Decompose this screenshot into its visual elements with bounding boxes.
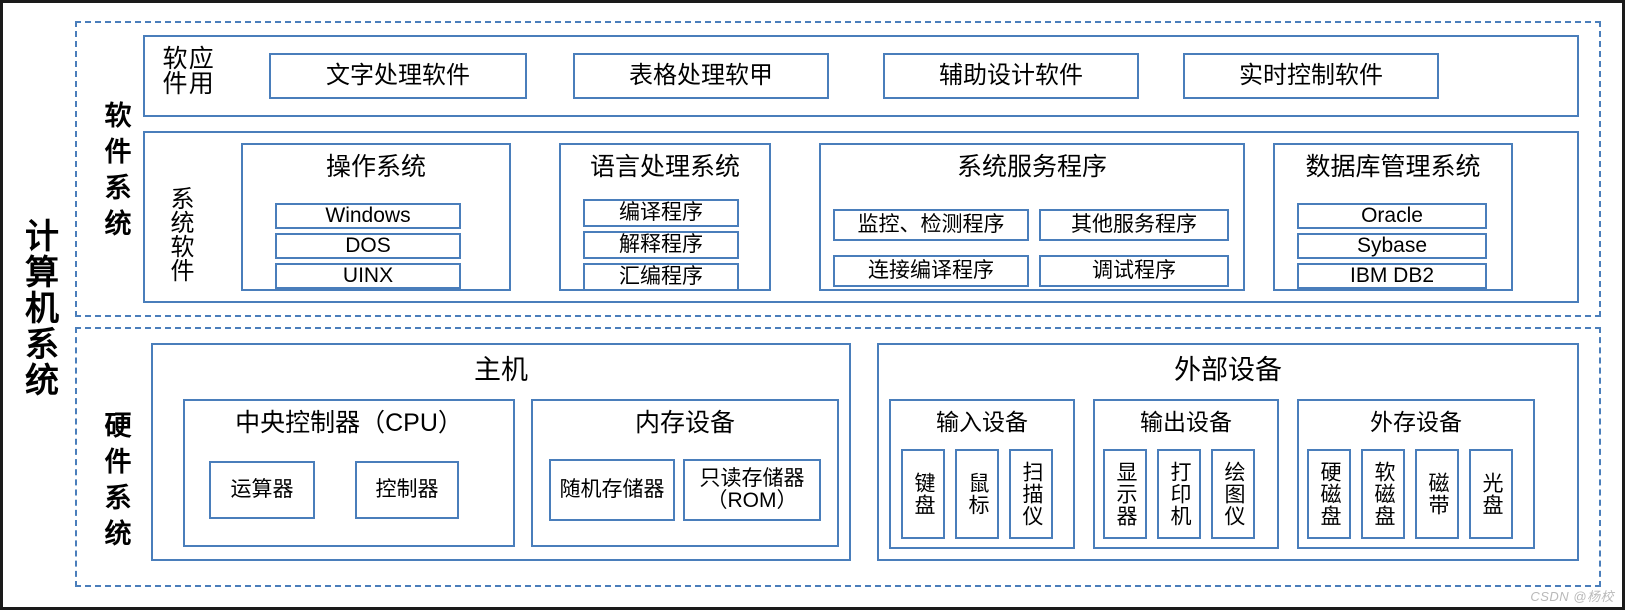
lang-item-assembler[interactable]: 汇编程序 [583, 263, 739, 291]
group-input-devices-title: 输入设备 [936, 409, 1028, 435]
input-item-scanner[interactable]: 扫描仪 [1009, 449, 1053, 539]
os-item-windows[interactable]: Windows [275, 203, 461, 229]
input-item-mouse[interactable]: 鼠标 [955, 449, 999, 539]
lang-item-compiler[interactable]: 编译程序 [583, 199, 739, 227]
output-item-plotter[interactable]: 绘图仪 [1211, 449, 1255, 539]
storage-item-optical[interactable]: 光盘 [1469, 449, 1513, 539]
mem-item-ram[interactable]: 随机存储器 [549, 459, 675, 521]
host-title: 主机 [474, 355, 528, 385]
svc-item-linker[interactable]: 连接编译程序 [833, 255, 1029, 287]
group-database-management-title: 数据库管理系统 [1305, 153, 1481, 181]
cpu-item-controller[interactable]: 控制器 [355, 461, 459, 519]
root-title: 计算机系统 [19, 218, 58, 398]
db-item-ibmdb2[interactable]: IBM DB2 [1297, 263, 1487, 289]
storage-item-tape[interactable]: 磁带 [1415, 449, 1459, 539]
application-software-label: 应用软件 [159, 45, 214, 95]
app-item-cad[interactable]: 辅助设计软件 [883, 53, 1139, 99]
cpu-item-alu[interactable]: 运算器 [209, 461, 315, 519]
os-item-uinx[interactable]: UINX [275, 263, 461, 289]
os-item-dos[interactable]: DOS [275, 233, 461, 259]
mem-item-rom[interactable]: 只读存储器（ROM） [683, 459, 821, 521]
group-system-services-title: 系统服务程序 [956, 153, 1107, 181]
db-item-sybase[interactable]: Sybase [1297, 233, 1487, 259]
db-item-oracle[interactable]: Oracle [1297, 203, 1487, 229]
svc-item-other[interactable]: 其他服务程序 [1039, 209, 1229, 241]
system-software-label: 系统软件 [166, 186, 193, 282]
software-system-label: 软件系统 [100, 101, 131, 245]
lang-item-interpreter[interactable]: 解释程序 [583, 231, 739, 259]
app-item-spreadsheet[interactable]: 表格处理软甲 [573, 53, 829, 99]
hardware-system-region [75, 327, 1601, 587]
svc-item-monitor[interactable]: 监控、检测程序 [833, 209, 1029, 241]
storage-item-hdd[interactable]: 硬磁盘 [1307, 449, 1351, 539]
app-item-word[interactable]: 文字处理软件 [269, 53, 527, 99]
group-cpu-title: 中央控制器（CPU） [235, 409, 463, 437]
hardware-system-label: 硬件系统 [100, 411, 131, 555]
app-item-realtime[interactable]: 实时控制软件 [1183, 53, 1439, 99]
group-memory-title: 内存设备 [634, 409, 735, 437]
group-language-processing-title: 语言处理系统 [589, 153, 740, 181]
peripherals-title: 外部设备 [1174, 355, 1282, 385]
group-storage-devices-title: 外存设备 [1370, 409, 1462, 435]
svc-item-debugger[interactable]: 调试程序 [1039, 255, 1229, 287]
output-item-printer[interactable]: 打印机 [1157, 449, 1201, 539]
software-system-region [75, 21, 1601, 317]
storage-item-floppy[interactable]: 软磁盘 [1361, 449, 1405, 539]
group-operating-system-title: 操作系统 [325, 153, 426, 181]
output-item-monitor[interactable]: 显示器 [1103, 449, 1147, 539]
group-output-devices-title: 输出设备 [1140, 409, 1232, 435]
input-item-keyboard[interactable]: 键盘 [901, 449, 945, 539]
watermark: CSDN @杨校 [1530, 589, 1614, 604]
